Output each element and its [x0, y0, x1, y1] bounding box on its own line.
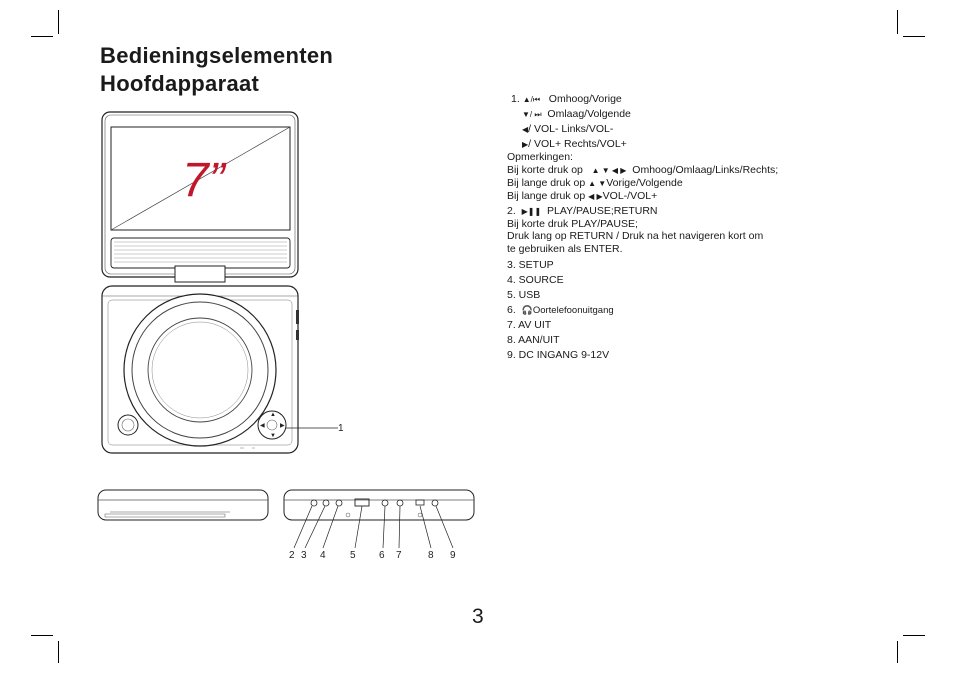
- crop-mark: [903, 635, 925, 636]
- item-3: 3. SETUP: [507, 259, 554, 271]
- crop-mark: [897, 641, 898, 663]
- item-8: 8. AAN/UIT: [507, 334, 560, 346]
- crop-mark: [58, 641, 59, 663]
- up-down-icon: ▲ ▼: [588, 179, 607, 188]
- item-6: 6. 🎧Oortelefoonuitgang: [507, 304, 614, 316]
- crop-mark: [31, 635, 53, 636]
- svg-text:▲: ▲: [270, 412, 276, 418]
- callout-3: 3: [301, 550, 307, 561]
- callout-9: 9: [450, 550, 456, 561]
- left-icon: ◀: [522, 125, 529, 134]
- item-7: 7. AV UIT: [507, 319, 552, 331]
- device-side-diagram: 2 3 4 5 6 7 8 9: [97, 489, 475, 561]
- crop-mark: [58, 10, 59, 34]
- left-side-view: [97, 489, 269, 521]
- item-2-line-3: Druk lang op RETURN / Druk na het navige…: [507, 230, 764, 242]
- device-front-diagram: 7” ▲ ▼ ◀ ▶ 1: [101, 111, 344, 454]
- speaker-dots: [114, 241, 287, 263]
- note-3: Bij lange druk op ◀ ▶VOL-/VOL+: [507, 190, 658, 202]
- item-2-line-2: Bij korte druk PLAY/PAUSE;: [507, 218, 638, 230]
- arrows-icon: ▲ ▼ ◀ ▶: [591, 166, 627, 175]
- item-4: 4. SOURCE: [507, 274, 564, 286]
- callout-8: 8: [428, 550, 434, 561]
- right-icon: ▶: [522, 140, 529, 149]
- svg-text:▶: ▶: [280, 423, 285, 429]
- item-1-line-2: ▼/ ⏭ Omlaag/Volgende: [522, 108, 631, 120]
- item-2-line-1: 2. ▶❚❚ PLAY/PAUSE;RETURN: [507, 205, 658, 217]
- speaker-grille: [110, 237, 291, 269]
- callout-6: 6: [379, 550, 385, 561]
- callout-5: 5: [350, 550, 356, 561]
- item-1-line-1: 1. ▲/⏮ Omhoog/Vorige: [511, 93, 622, 105]
- down-next-icon: ▼/ ⏭: [522, 110, 542, 119]
- screen-size-label: 7”: [182, 154, 227, 207]
- left-right-icon: ◀ ▶: [588, 192, 603, 201]
- heading-line-2: Hoofdapparaat: [100, 71, 260, 96]
- page-heading: Bedieningselementen Hoofdapparaat: [100, 42, 333, 98]
- crop-mark: [897, 10, 898, 34]
- crop-mark: [903, 36, 925, 37]
- callout-4: 4: [320, 550, 326, 561]
- nav-pad: [257, 410, 287, 440]
- crop-mark: [31, 36, 53, 37]
- item-2-line-4: te gebruiken als ENTER.: [507, 243, 623, 255]
- callout-7: 7: [396, 550, 402, 561]
- play-pause-icon: ▶❚❚: [521, 207, 542, 216]
- item-9: 9. DC INGANG 9-12V: [507, 349, 610, 361]
- heading-line-1: Bedieningselementen: [100, 43, 334, 68]
- note-2: Bij lange druk op ▲ ▼Vorige/Volgende: [507, 177, 683, 189]
- item-1-line-3: ◀/ VOL- Links/VOL-: [522, 123, 614, 135]
- callout-2: 2: [289, 550, 295, 561]
- disc-lid: [123, 293, 277, 447]
- up-prev-icon: ▲/⏮: [522, 95, 541, 104]
- left-control-button: [117, 414, 139, 436]
- headphone-icon: 🎧: [521, 305, 533, 315]
- item-5: 5. USB: [507, 289, 541, 301]
- item-1-line-4: ▶/ VOL+ Rechts/VOL+: [522, 138, 627, 150]
- hinge: [174, 265, 226, 283]
- callout-1: 1: [338, 423, 344, 434]
- note-1: Bij korte druk op ▲ ▼ ◀ ▶ Omhoog/Omlaag/…: [507, 164, 779, 176]
- svg-text:▼: ▼: [270, 433, 276, 439]
- svg-text:◀: ◀: [260, 423, 265, 429]
- notes-title: Opmerkingen:: [507, 151, 573, 163]
- page-number: 3: [472, 605, 484, 628]
- right-side-view: [283, 489, 475, 521]
